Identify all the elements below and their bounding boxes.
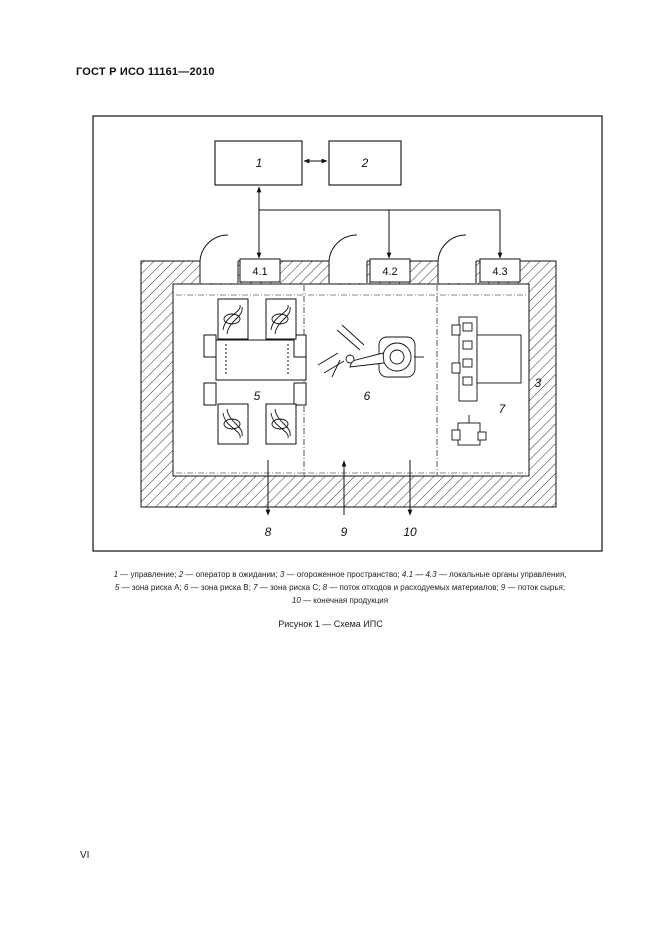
legend-num: 9 — [500, 583, 506, 592]
legend-text: — локальные органы управления, — [438, 570, 567, 579]
local-control-4-2 — [369, 258, 411, 283]
legend-num: 7 — [253, 583, 258, 592]
control-label: 1 — [256, 156, 263, 170]
legend-num: 3 — [279, 570, 285, 579]
ips-scheme-figure: 1 2 4.1 4.2 4.3 3 5 — [92, 115, 603, 552]
page-number: VI — [80, 850, 90, 861]
zone-a-machine — [203, 298, 307, 445]
legend-text: — оператор в ожидании; — [185, 570, 278, 579]
door-arc-3 — [437, 234, 467, 262]
zone-b-label: 6 — [364, 389, 371, 403]
zone-a-label: 5 — [254, 389, 261, 403]
legend-num: 6 — [183, 583, 189, 592]
local-control-4-1-label: 4.1 — [252, 266, 267, 278]
figure-caption: Рисунок 1 — Схема ИПС — [278, 619, 383, 629]
flow-raw-label: 9 — [341, 525, 348, 539]
door-arc-1 — [199, 234, 229, 262]
operator-box — [328, 140, 402, 186]
zone-b-robot — [317, 324, 424, 378]
legend-text: — зона риска С; — [259, 583, 321, 592]
legend-num: 1 — [113, 570, 119, 579]
legend-num: 8 — [322, 583, 328, 592]
legend-text: — конечная продукция — [303, 596, 389, 605]
flow-waste-label: 8 — [265, 525, 272, 539]
legend-text: — поток сырья; — [507, 583, 566, 592]
zone-c-label: 7 — [499, 402, 507, 416]
legend-num: 5 — [114, 583, 120, 592]
legend-text: — управление; — [120, 570, 177, 579]
figure-frame — [92, 115, 603, 552]
legend-text: — огороженное пространство; — [286, 570, 400, 579]
flow-product-label: 10 — [403, 525, 417, 539]
local-control-4-2-label: 4.2 — [382, 266, 397, 278]
legend-num: 4.1 — 4.3 — [401, 570, 437, 579]
document-header: ГОСТ Р ИСО 11161—2010 — [76, 66, 215, 78]
door-arc-2 — [328, 234, 358, 262]
legend-num: 2 — [178, 570, 184, 579]
guarded-space-label: 3 — [535, 376, 542, 390]
figure-legend: 1 — управление; 2 — оператор в ожидании;… — [80, 568, 600, 607]
legend-num: 10 — [291, 596, 301, 605]
zone-c-equipment — [451, 316, 522, 446]
legend-text: — поток отходов и расходуемых материалов… — [329, 583, 499, 592]
control-box — [214, 140, 303, 186]
legend-text: — зона риска В; — [190, 583, 251, 592]
local-control-4-3 — [479, 258, 521, 283]
operator-label: 2 — [361, 156, 369, 170]
legend-text: — зона риска А; — [121, 583, 182, 592]
local-control-4-3-label: 4.3 — [492, 266, 507, 278]
guarded-enclosure — [140, 259, 557, 508]
local-control-4-1 — [239, 258, 281, 283]
